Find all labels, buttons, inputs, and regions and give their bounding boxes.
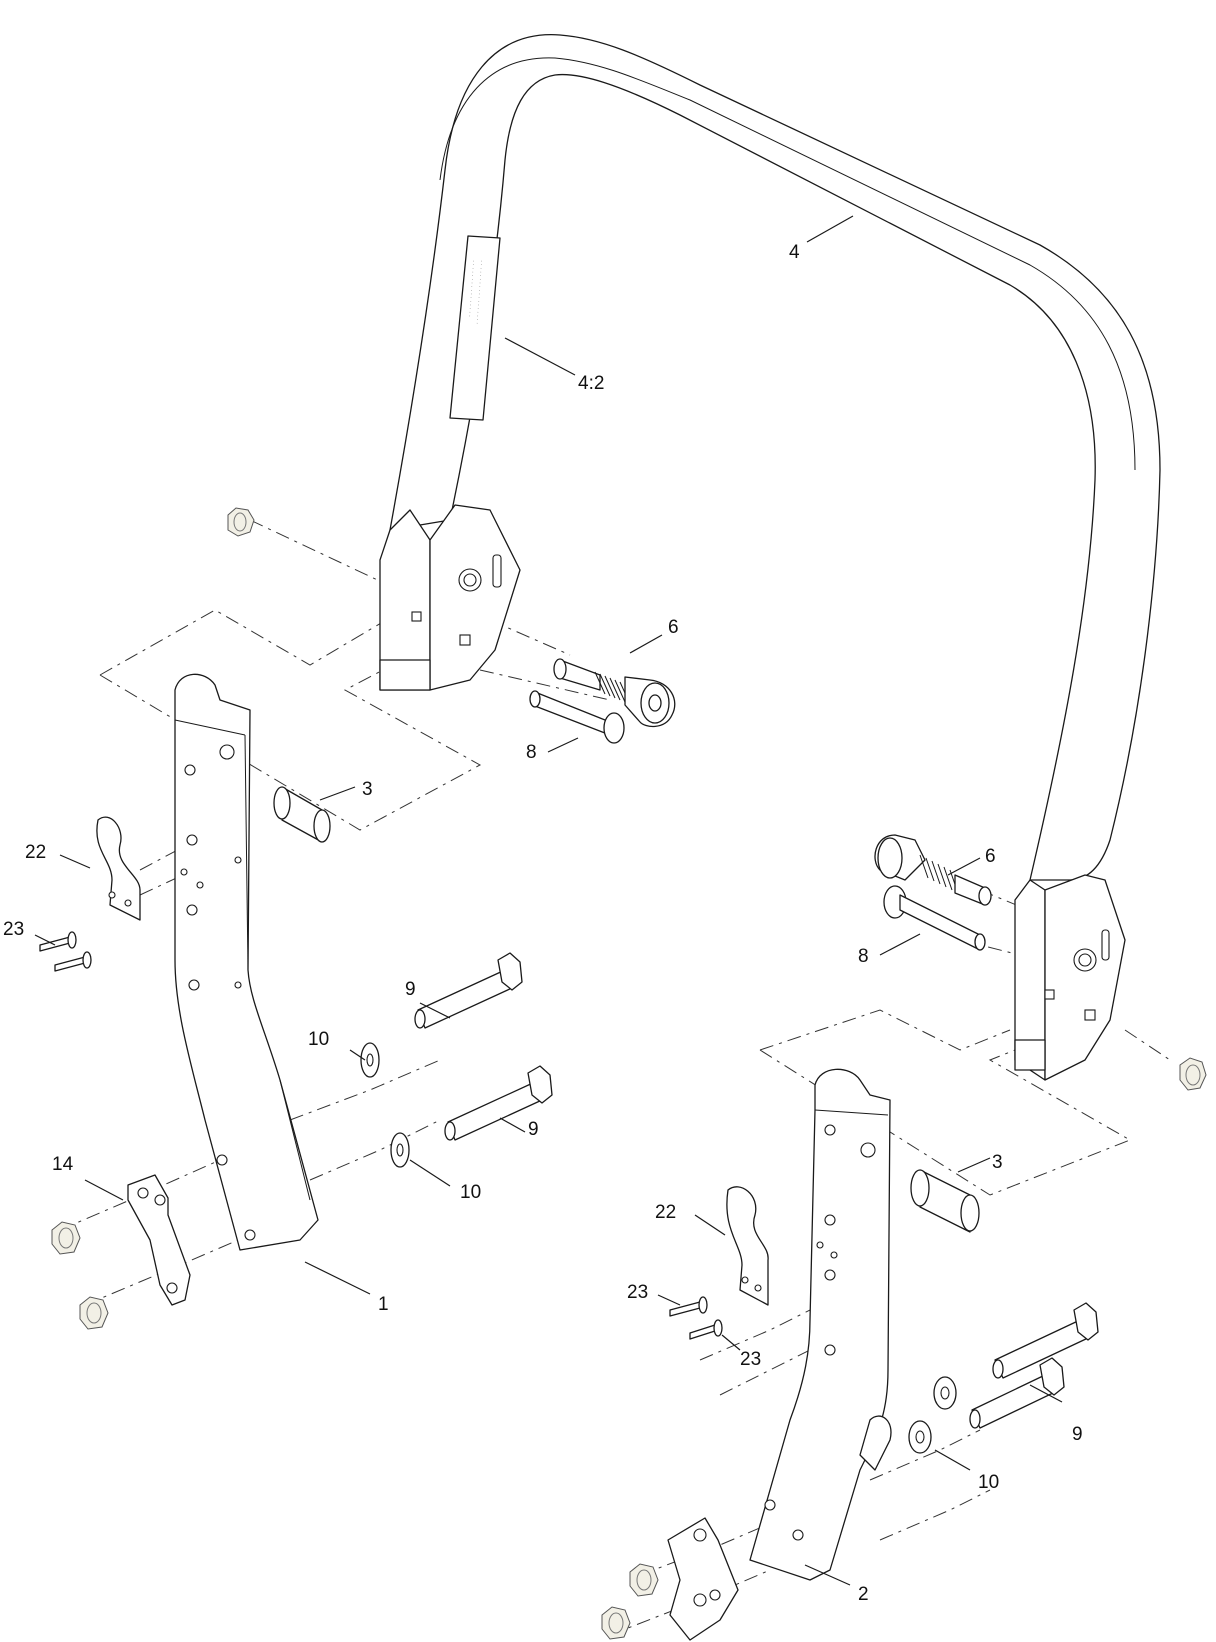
callout-4-2: 4:2 <box>578 373 604 394</box>
flange-nut-left-a <box>51 1221 81 1255</box>
spring-pin-top <box>553 658 676 728</box>
rivet-right-b <box>689 1319 723 1340</box>
right-upright-post <box>749 1068 892 1581</box>
roll-bar-hoop <box>389 34 1161 881</box>
flange-nut-left-b <box>79 1296 109 1330</box>
clamp-plate-right <box>667 1517 739 1641</box>
rivet-right-a <box>669 1296 708 1317</box>
leader-lines <box>34 215 1063 1586</box>
callout-4: 4 <box>789 242 800 263</box>
callout-1: 1 <box>378 1294 389 1315</box>
bolt-right-upper <box>992 1302 1099 1379</box>
callout-8-top: 8 <box>526 742 537 763</box>
spacer-top <box>273 786 331 843</box>
clevis-pin-top <box>529 690 625 744</box>
right-hoop-mount-bracket <box>1014 874 1126 1081</box>
clamp-plate-left <box>127 1174 191 1306</box>
cable-clip-left <box>96 816 141 921</box>
callout-10-lower: 10 <box>460 1182 481 1203</box>
washer-right-upper <box>933 1376 957 1410</box>
spring-pin-right <box>874 834 992 906</box>
flange-nut-top <box>227 507 255 537</box>
callout-14: 14 <box>52 1154 74 1175</box>
spacer-right <box>910 1169 980 1233</box>
svg-text:· · · · · · · · · · · · · · ·: · · · · · · · · · · · · · · · · · · <box>474 260 484 325</box>
svg-text:· · · · · · · · · · · · · · ·: · · · · · · · · · · · · · · · · <box>466 260 476 317</box>
callout-3-right: 3 <box>992 1152 1003 1173</box>
rivet-left-a <box>39 931 77 952</box>
callout-22-right: 22 <box>655 1202 676 1223</box>
rivet-left-b <box>54 951 92 972</box>
callout-23-left: 23 <box>3 919 24 940</box>
callout-8-right: 8 <box>858 946 869 967</box>
flange-nut-right <box>1179 1057 1207 1091</box>
callout-22-left: 22 <box>25 842 46 863</box>
callout-9-lower: 9 <box>528 1119 539 1140</box>
bolt-left-upper <box>414 952 523 1029</box>
washer-left-upper <box>360 1042 380 1078</box>
decal-label: · · · · · · · · · · · · · · · · · · · · … <box>449 235 501 421</box>
callout-labels: 4 4:2 6 8 3 6 8 22 23 9 10 9 14 10 1 3 2… <box>3 242 1083 1605</box>
bolt-right-lower <box>969 1357 1065 1429</box>
callout-2: 2 <box>858 1584 869 1605</box>
callout-6-right: 6 <box>985 846 996 867</box>
callout-9-right: 9 <box>1072 1424 1083 1445</box>
callout-10-right: 10 <box>978 1472 999 1493</box>
callout-23-right-b: 23 <box>740 1349 761 1370</box>
washer-right-lower <box>908 1420 932 1454</box>
callout-9-upper: 9 <box>405 979 416 1000</box>
callout-23-right-a: 23 <box>627 1282 648 1303</box>
callout-10-upper: 10 <box>308 1029 329 1050</box>
left-upright-post <box>174 673 319 1251</box>
cable-clip-right <box>726 1186 769 1306</box>
flange-nut-right-b <box>601 1606 631 1640</box>
callout-3-top: 3 <box>362 779 373 800</box>
bolt-left-lower <box>444 1065 553 1141</box>
flange-nut-right-a <box>629 1563 659 1597</box>
washer-left-lower <box>390 1132 410 1168</box>
left-hoop-mount-bracket <box>379 504 521 691</box>
callout-6-top: 6 <box>668 617 679 638</box>
clevis-pin-right <box>883 885 986 951</box>
